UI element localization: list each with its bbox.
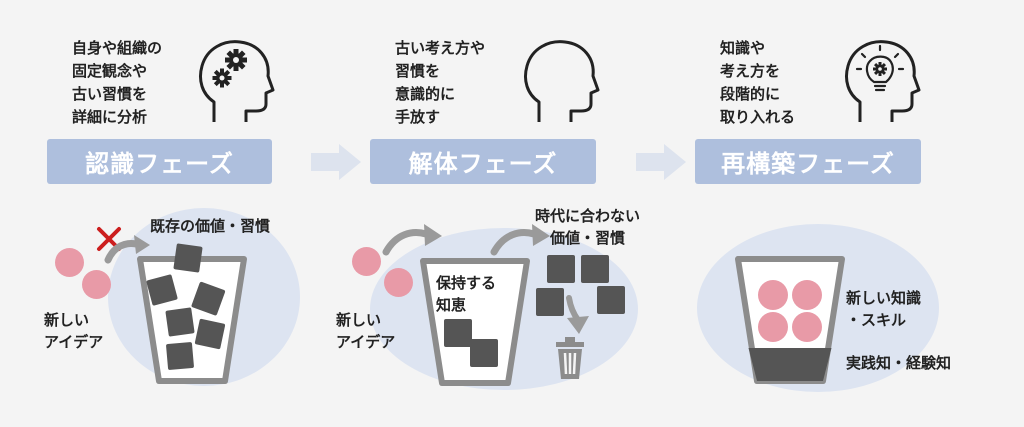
experience-label: 実践知・経験知 [846,354,952,372]
cup-full [137,243,247,384]
new-idea-ball [384,268,413,297]
phase-label-dismantle: 解体フェーズ [408,150,558,178]
phase-label-rebuild: 再構築フェーズ [721,150,895,178]
inflow-arrow-icon [382,224,442,256]
phase-bar-rebuild: 再構築フェーズ [695,139,921,184]
outdated-label: 時代に合わない 価値・習慣 [535,207,641,247]
phase-bar-dismantle: 解体フェーズ [370,139,596,184]
keep-label: 保持する 知恵 [436,274,497,314]
phase3-description: 知識や 考え方を 段階的に 取り入れる [720,39,796,126]
old-values-label: 既存の価値・習慣 [150,217,271,235]
head-lightbulb-icon [845,40,921,122]
new-idea-ball [55,248,84,277]
trash-can-icon [556,337,584,379]
outflow-arrow-icon [490,224,550,256]
head-empty-icon [524,40,600,122]
new-ideas-label: 新しい アイデア [44,311,104,351]
new-ideas-label: 新しい アイデア [336,311,396,351]
phase2-description: 古い考え方や 習慣を 意識的に 手放す [395,39,486,126]
down-arrow-icon [566,295,589,334]
arrow-right-icon [636,144,686,180]
blocked-arrow-icon [104,235,150,264]
head-gears-icon [199,40,275,122]
phase1-description: 自身や組織の 固定観念や 古い習慣を 詳細に分析 [72,39,163,126]
new-idea-ball [82,270,111,299]
phase-label-recognition: 認識フェーズ [85,150,234,178]
cup-partial [420,258,530,386]
phase-bar-recognition: 認識フェーズ [47,139,272,184]
arrow-right-icon [311,144,361,180]
cup-rebuilt [735,256,845,384]
new-knowledge-label: 新しい知識 ・スキル [846,289,922,329]
discarded-cubes [536,255,625,316]
new-idea-ball [352,247,381,276]
